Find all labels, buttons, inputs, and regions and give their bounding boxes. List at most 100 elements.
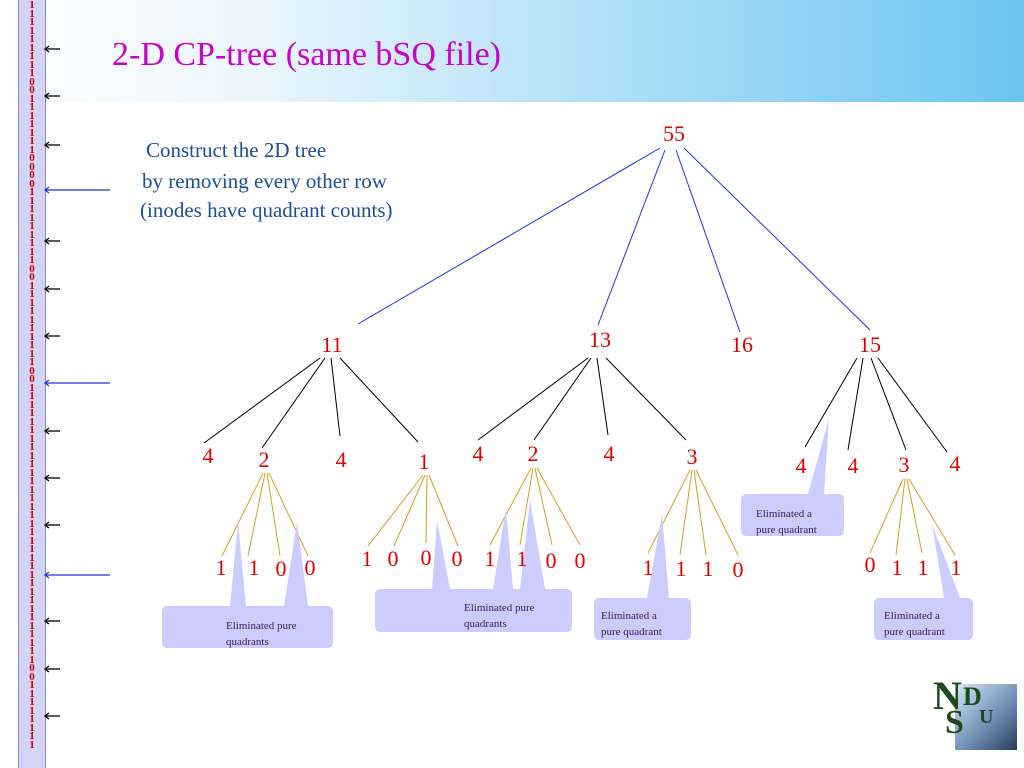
level2-node-11: 3: [898, 452, 910, 477]
leaf-node: 1: [361, 546, 373, 571]
title-banner: [0, 0, 1024, 102]
bit-digit: 0: [29, 152, 35, 164]
bit-digit: 1: [29, 543, 35, 555]
root-node: 55: [663, 121, 685, 146]
bit-digit: 1: [29, 628, 35, 640]
bit-digit: 1: [29, 687, 35, 700]
bit-digit: 1: [29, 713, 35, 725]
callout-shape-3: [594, 514, 691, 640]
callout-shapes: [162, 418, 973, 648]
leaf-node: 1: [215, 555, 227, 580]
row-arrows: [43, 45, 60, 720]
level2-node-4: 1: [418, 449, 430, 474]
bit-digit: 1: [29, 135, 35, 147]
bit-digit: 1: [29, 322, 35, 334]
bit-digit: 1: [29, 704, 35, 717]
bit-digit: 1: [29, 24, 35, 37]
bit-digit: 1: [29, 653, 35, 666]
slide-title: 2-D CP-tree (same bSQ file): [112, 36, 502, 73]
removed-row-arrows: [43, 186, 110, 579]
bit-digit: 1: [29, 16, 35, 28]
bit-digit: 1: [29, 509, 35, 521]
bit-digit: 1: [29, 220, 35, 232]
bit-digit: 1: [29, 288, 35, 300]
leaf-node: 0: [574, 548, 586, 573]
bit-digit: 1: [29, 254, 35, 266]
leaf-node: 0: [304, 555, 316, 580]
bit-digit: 1: [29, 41, 35, 54]
leaf-node: 1: [248, 555, 260, 580]
bit-digit: 1: [29, 7, 35, 20]
callout-shape-2: [375, 500, 572, 632]
bit-digit: 1: [29, 636, 35, 649]
bit-digit: 1: [29, 441, 35, 453]
bit-digit: 1: [29, 118, 35, 130]
logo-photo: [955, 684, 1017, 750]
leaf-node: 1: [675, 556, 687, 581]
bit-digit: 1: [29, 730, 35, 742]
bit-digit: 1: [29, 534, 35, 547]
bit-digit: 1: [29, 92, 35, 105]
bit-digit: 1: [29, 390, 35, 402]
bit-digit: 1: [29, 228, 35, 241]
level1-edges: [203, 357, 948, 453]
ndsu-logo: N D S U: [925, 672, 1020, 762]
bit-digit: 1: [29, 619, 35, 632]
leaf-node: 1: [917, 555, 929, 580]
bit-digit: 1: [29, 449, 35, 462]
bit-digit: 1: [29, 356, 35, 368]
description-line-3: (inodes have quadrant counts): [140, 198, 393, 222]
leaf-node: 0: [420, 545, 432, 570]
bit-digit: 1: [29, 381, 35, 394]
bit-digit: 1: [29, 432, 35, 445]
bit-digit: 1: [29, 415, 35, 428]
bit-digit: 1: [29, 475, 35, 487]
description-line-1: Construct the 2D tree: [146, 138, 327, 162]
bit-digit: 1: [29, 696, 35, 708]
leaf-node: 1: [516, 546, 528, 571]
bit-digit: 1: [29, 347, 35, 360]
bit-digit: 1: [29, 143, 35, 156]
level2-node-5: 4: [472, 441, 484, 466]
leaf-node: 1: [702, 556, 714, 581]
leaf-node: 1: [642, 555, 654, 580]
bit-digit: 1: [29, 594, 35, 606]
bit-digit: 0: [29, 160, 35, 173]
bit-digit: 1: [29, 560, 35, 572]
level1-node-1: 11: [321, 332, 343, 357]
callout-text-1: Eliminated pure quadrants: [226, 620, 297, 648]
callout-shape-1: [162, 522, 333, 648]
bit-digit: 1: [29, 424, 35, 436]
level2-node-7: 4: [603, 441, 615, 466]
bit-digit: 1: [29, 526, 35, 538]
bit-digit: 1: [29, 101, 35, 113]
bit-digit: 1: [29, 33, 35, 45]
bit-digit: 1: [29, 585, 35, 598]
bit-digit: 1: [29, 305, 35, 317]
callout-text-5: Eliminated a pure quadrant: [884, 610, 945, 638]
bit-digit: 1: [29, 483, 35, 496]
bit-digit: 1: [29, 398, 35, 411]
bit-digit: 1: [29, 458, 35, 470]
bit-digit: 1: [29, 500, 35, 513]
bit-digit: 1: [29, 611, 35, 623]
bit-digit: 1: [29, 186, 35, 198]
bit-digit: 0: [29, 364, 35, 377]
bit-digit: 1: [29, 517, 35, 530]
bit-digit: 1: [29, 330, 35, 343]
bit-digit: 1: [29, 339, 35, 351]
level2-node-10: 4: [847, 453, 859, 478]
root-edges: [357, 147, 871, 333]
leaf-node: 1: [950, 555, 962, 580]
level2-node-6: 2: [527, 441, 539, 466]
bit-digit: 1: [29, 109, 35, 122]
bit-digit: 1: [29, 738, 35, 751]
bit-digit: 1: [29, 721, 35, 734]
leaf-edges: [221, 467, 956, 557]
bit-digit: 0: [29, 169, 35, 181]
level2-node-8: 3: [686, 444, 698, 469]
bit-digit: 0: [29, 670, 35, 683]
